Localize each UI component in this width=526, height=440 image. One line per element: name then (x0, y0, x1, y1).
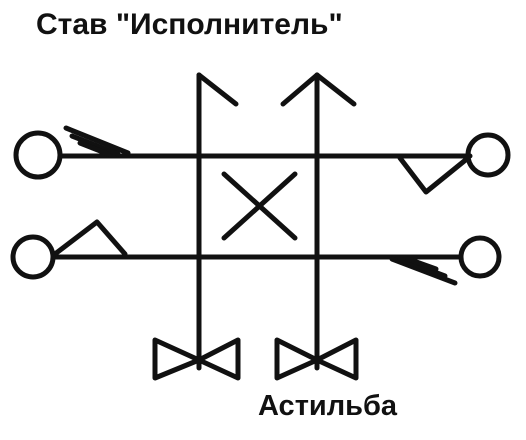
upper-right-angle-rune (397, 155, 471, 195)
left-bottom-bowtie (152, 337, 241, 381)
lower-right-slash-2 (397, 256, 448, 279)
lower-right-slash-3 (405, 256, 439, 272)
stave-strokes (10, 72, 511, 381)
author-signature: Астильба (258, 390, 398, 422)
lower-right-slash-1 (389, 256, 458, 286)
left-top-hook (196, 72, 239, 107)
right-bottom-bowtie (274, 337, 359, 381)
upper-left-slash-2 (69, 133, 121, 157)
lower-left-angle-rune (52, 219, 128, 257)
upper-left-slash-3 (77, 140, 111, 157)
upper-left-slash-1 (63, 125, 131, 156)
stave-title: Став "Исполнитель" (36, 8, 343, 41)
lower-right-ring (458, 235, 502, 279)
upper-right-ring (465, 132, 511, 178)
right-top-arrowhead (280, 72, 357, 107)
upper-left-ring (13, 130, 63, 180)
lower-left-ring (10, 234, 56, 280)
center-cross-stroke-b (221, 171, 298, 241)
